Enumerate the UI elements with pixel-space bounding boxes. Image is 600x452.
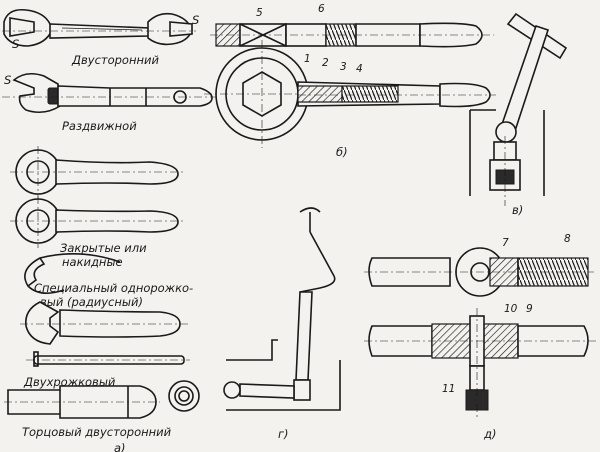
part-number-8: 8 [564, 233, 571, 245]
part-number-5: 5 [256, 7, 263, 19]
adjustable-wrench [2, 72, 216, 114]
ratchet-wrench-top [364, 247, 594, 297]
label-closed-line1: Закрытые или [60, 241, 147, 255]
label-adjustable: Раздвижной [62, 119, 137, 133]
part-number-2: 2 [322, 57, 329, 69]
closed-wrench-1 [10, 146, 186, 198]
part-number-10: 10 [504, 303, 518, 315]
part-number-11: 11 [442, 383, 455, 395]
label-special-line1: Специальный однорожко- [34, 281, 193, 295]
part-number-7: 7 [502, 237, 509, 249]
s-mark-1: S [12, 37, 19, 51]
label-socket-double: Торцовый двусторонний [22, 425, 172, 439]
label-closed-line2: накидные [62, 255, 123, 269]
part-number-4: 4 [356, 63, 363, 75]
part-number-9: 9 [526, 303, 533, 315]
torque-wrench-ring [204, 40, 496, 148]
label-special-line2: вый (радиусный) [40, 295, 143, 309]
s-mark-2: S [192, 13, 199, 27]
brace-wrench [223, 207, 341, 411]
socket-wrench [4, 380, 200, 419]
section-letter-g: г) [278, 427, 289, 441]
label-double-sided: Двусторонний [71, 53, 159, 67]
special-radius-wrench [24, 253, 121, 294]
open-horn-wrench [20, 301, 190, 345]
part-number-3: 3 [340, 61, 347, 73]
double-horn-wrench [26, 351, 190, 367]
s-mark-3: S [4, 73, 11, 87]
closed-wrench-2 [10, 196, 186, 248]
section-letter-d: д) [483, 427, 496, 441]
part-number-6: 6 [318, 3, 325, 15]
ratchet-wrench-bottom [364, 308, 596, 420]
section-letter-b: б) [336, 145, 348, 159]
section-letter-a: а) [114, 441, 126, 452]
double-sided-wrench [2, 8, 196, 47]
section-letter-v: в) [512, 203, 523, 217]
torque-wrench-top [210, 22, 494, 48]
part-number-1: 1 [304, 53, 311, 65]
ratchet-socket-wrench [469, 12, 568, 206]
